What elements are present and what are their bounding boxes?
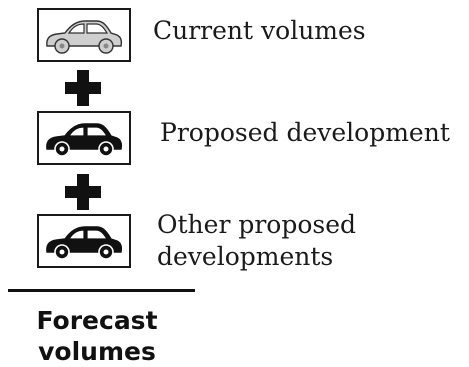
car-icon-grey [46,20,123,54]
other-developments-car-box [37,214,131,268]
current-volumes-car-box [37,8,131,62]
plus-icon [63,68,103,108]
current-volumes-label: Current volumes [153,16,366,45]
forecast-volumes-label: Forecast volumes [12,305,182,367]
car-icon-black [46,123,123,157]
proposed-development-label: Proposed development [160,118,450,147]
forecast-line-1: Forecast [36,306,158,335]
other-developments-label: Other proposed developments [157,210,357,271]
plus-icon [63,172,103,212]
sum-rule [8,289,195,292]
proposed-development-car-box [37,111,131,165]
forecast-line-2: volumes [38,337,156,366]
car-icon-black [46,226,123,260]
